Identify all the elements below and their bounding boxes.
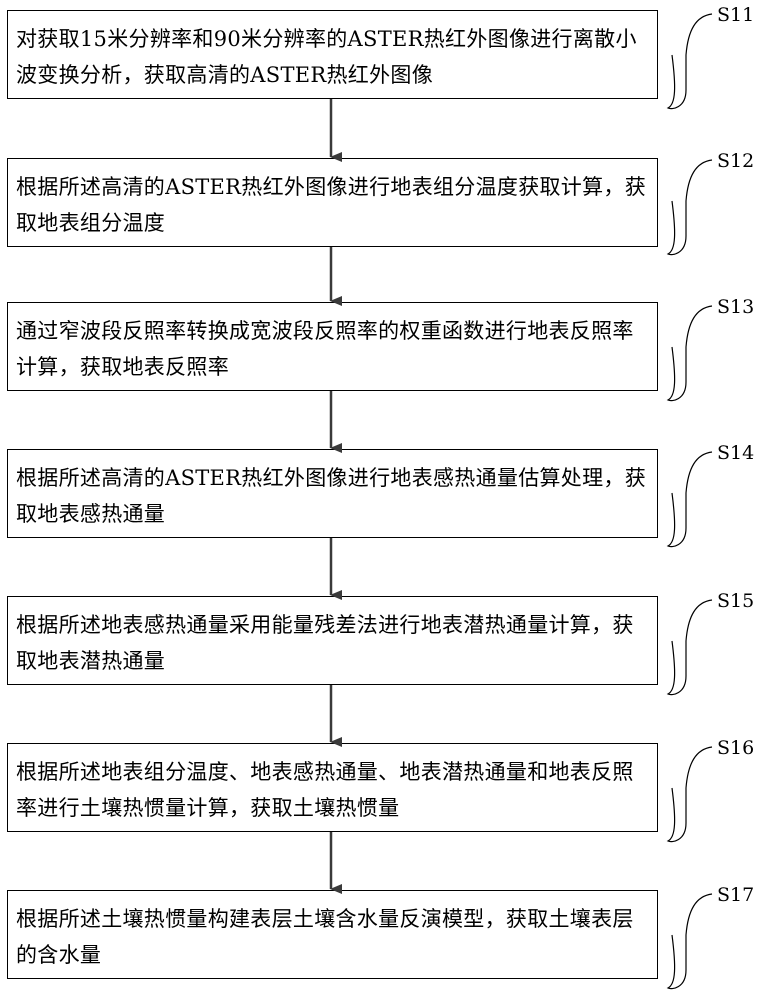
leader-s15 [668,600,712,695]
leader-s13 [668,306,712,401]
leader-s14 [668,452,712,547]
leader-s12 [668,160,712,255]
leader-s11 [668,14,712,109]
leader-s16 [668,747,712,842]
leader-s17 [668,894,712,989]
